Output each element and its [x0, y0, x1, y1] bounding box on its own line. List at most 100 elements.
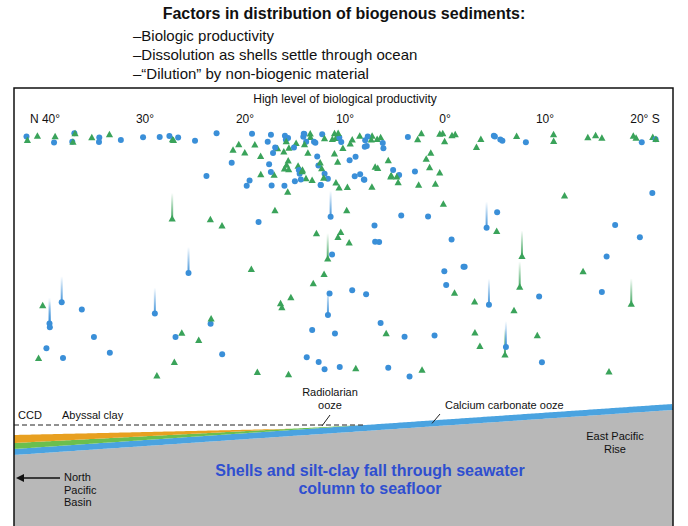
- carbonate-shell: [499, 138, 505, 144]
- radiolarian-shell: [301, 141, 308, 148]
- carbonate-shell: [298, 176, 304, 182]
- radiolarian-shell: [106, 131, 113, 138]
- radiolarian-shell: [334, 233, 341, 240]
- radiolarian-shell: [592, 132, 599, 139]
- carbonate-shell: [91, 334, 97, 340]
- process-caption: Shells and silt-clay fall through seawat…: [205, 462, 535, 499]
- carbonate-shell: [203, 173, 209, 179]
- radiolarian-shell: [153, 372, 160, 379]
- diagram-frame: [14, 88, 673, 526]
- radiolarian-shell: [343, 207, 350, 214]
- radiolarian-shell: [471, 298, 478, 305]
- radiolarian-shell: [235, 141, 242, 148]
- radiolarian-shell: [271, 207, 278, 214]
- radiolarian-shell: [169, 215, 176, 222]
- latitude-label: 20°: [236, 113, 254, 127]
- radiolarian-shell: [415, 181, 422, 188]
- radiolarian-shell: [318, 165, 325, 172]
- radiolarian-shell: [652, 136, 659, 143]
- carbonate-shell: [314, 153, 320, 159]
- carbonate-shell: [390, 167, 396, 173]
- radiolarian-shell: [344, 183, 351, 190]
- radiolarian-shell: [579, 268, 586, 275]
- radiolarian-shell: [550, 137, 557, 144]
- carbonate-shell: [322, 171, 328, 177]
- seafloor: [14, 404, 673, 526]
- carbonate-shell: [402, 334, 408, 340]
- carbonate-shell: [639, 139, 645, 145]
- bullet-point: –Dissolution as shells settle through oc…: [133, 46, 417, 63]
- carbonate-shell: [322, 366, 328, 372]
- carbonate-shell: [59, 299, 65, 305]
- radiolarian-shell: [423, 155, 430, 162]
- radiolarian-shell: [501, 351, 508, 358]
- sinking-trail: [630, 278, 632, 302]
- radiolarian-shell: [178, 329, 185, 336]
- sinking-trail: [327, 233, 329, 257]
- carbonate-shell: [352, 173, 358, 179]
- sinking-trail: [330, 191, 332, 215]
- carbonate-shell: [649, 190, 655, 196]
- radiolarian-shell: [513, 133, 520, 140]
- radiolarian-shell: [374, 165, 381, 172]
- carbonate-shell: [362, 137, 368, 143]
- sinking-trail: [505, 321, 507, 345]
- sinking-trail: [188, 247, 190, 271]
- radiolarian-shell: [426, 164, 433, 171]
- carbonate-shell: [449, 237, 455, 243]
- carbonate-shell: [372, 239, 378, 245]
- latitude-label: 10°: [336, 113, 354, 127]
- carbonate-shell: [380, 140, 386, 146]
- carbonate-shell: [539, 359, 545, 365]
- radiolarian-shell: [283, 138, 290, 145]
- radiolarian-shell: [385, 157, 392, 164]
- carbonate-shell: [337, 364, 343, 370]
- carbonate-shell: [385, 365, 391, 371]
- radiolarian-shell: [352, 365, 359, 372]
- radiolarian-shell: [441, 138, 448, 145]
- carbonate-shell: [432, 333, 438, 339]
- sediment-label: Abyssal clay: [62, 409, 123, 422]
- radiolarian-shell: [277, 300, 284, 307]
- radiolarian-shell: [349, 136, 356, 143]
- radiolarian-shell: [320, 271, 327, 278]
- radiolarian-shell: [310, 280, 317, 287]
- radiolarian-shell: [432, 180, 439, 187]
- carbonate-shell: [484, 225, 490, 231]
- radiolarian-shell: [254, 369, 261, 376]
- carbonate-shell: [192, 138, 198, 144]
- carbonate-shell: [175, 134, 181, 140]
- carbonate-shell: [492, 133, 498, 139]
- radiolarian-shell: [383, 330, 390, 337]
- sinking-trail: [154, 288, 156, 312]
- carbonate-shell: [332, 330, 338, 336]
- carbonate-shell: [107, 350, 113, 356]
- radiolarian-shell: [561, 192, 568, 199]
- carbonate-shell: [140, 134, 146, 140]
- radiolarian-shell: [452, 131, 459, 138]
- radiolarian-shell: [317, 159, 324, 166]
- carbonate-shell: [380, 145, 386, 151]
- sediment-label: Calcium carbonate ooze: [445, 399, 564, 412]
- sediment-label: Radiolarian ooze: [295, 386, 365, 411]
- carbonate-shell: [361, 177, 367, 183]
- carbonate-shell: [316, 359, 322, 365]
- carbonate-shell: [269, 183, 275, 189]
- carbonate-shell: [301, 131, 307, 137]
- radiolarian-shell: [368, 136, 375, 143]
- radiolarian-shell: [510, 307, 517, 314]
- radiolarian-shell: [436, 169, 443, 176]
- carbonate-shell: [357, 171, 363, 177]
- radiolarian-shell: [329, 135, 336, 142]
- latitude-label: 0°: [439, 113, 450, 127]
- carbonate-shell: [425, 214, 431, 220]
- radiolarian-shell: [285, 371, 292, 378]
- carbonate-ooze-layer: [14, 404, 673, 455]
- carbonate-shell: [291, 144, 297, 150]
- leader-line: [432, 414, 440, 423]
- radiolarian-shell: [393, 173, 400, 180]
- radiolarian-shell: [34, 132, 41, 139]
- carbonate-shell: [270, 150, 276, 156]
- carbonate-shell: [461, 264, 467, 270]
- radiolarian-shell: [309, 176, 316, 183]
